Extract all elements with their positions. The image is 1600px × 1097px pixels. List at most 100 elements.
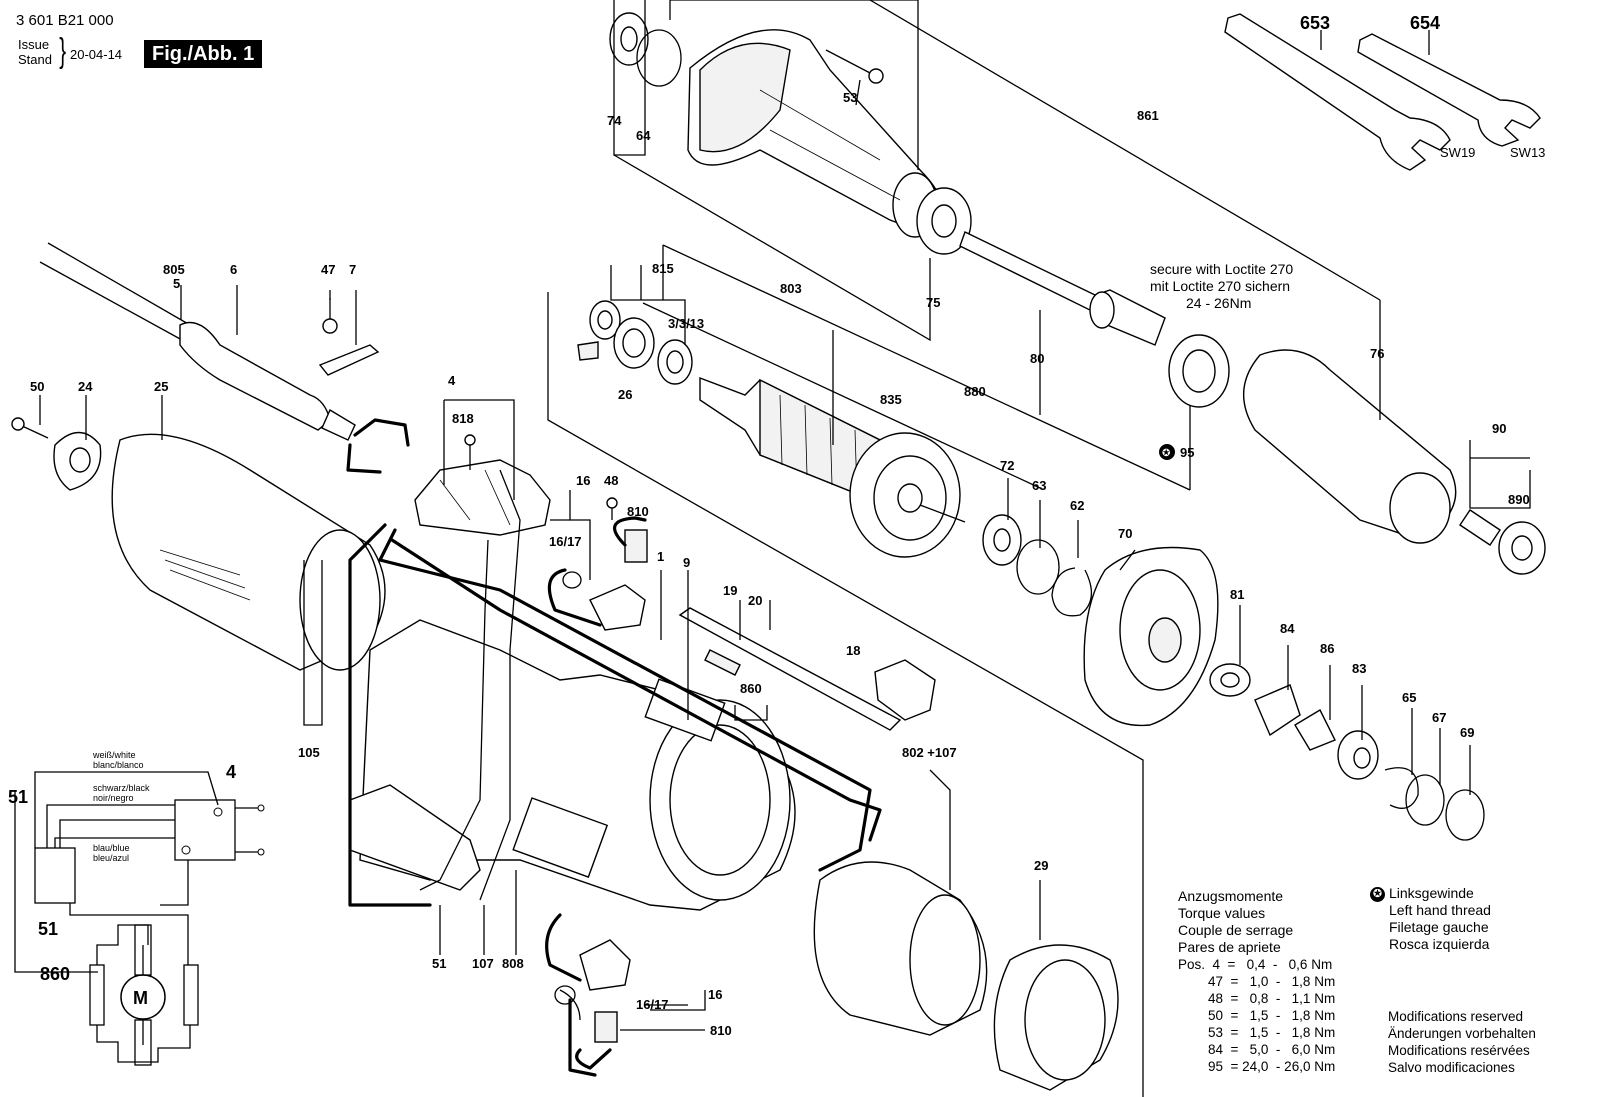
ring-67	[1405, 774, 1445, 826]
wrench-654	[1357, 33, 1541, 147]
callout-19: 19	[723, 583, 737, 598]
brush-wire-bottom	[568, 998, 597, 1077]
flange-70	[1083, 546, 1219, 727]
callout-16-17-top: 16/17	[549, 534, 582, 549]
power-cable-805	[39, 242, 410, 474]
wiring-diagram: 51 4 51 860 weiß/white blanc/blanco schw…	[8, 750, 265, 1066]
internal-wire	[378, 528, 872, 872]
internal-wire	[390, 538, 882, 842]
callout-95: 95	[1180, 445, 1194, 460]
callout-83: 83	[1352, 661, 1366, 676]
gear-86	[1294, 709, 1336, 751]
ring-69	[1445, 789, 1485, 841]
callout-16-17-bottom: 16/17	[636, 997, 669, 1012]
issue-label: Issue	[18, 37, 50, 52]
callout-72: 72	[1000, 458, 1014, 473]
o-ring-64	[636, 29, 682, 87]
lh-thread-en: Left hand thread	[1389, 902, 1491, 918]
torque-row: 84 = 5,0 - 6,0 Nm	[1178, 1042, 1336, 1057]
torque-title-fr: Couple de serrage	[1178, 922, 1294, 938]
callout-29: 29	[1034, 858, 1048, 873]
callout-1: 1	[657, 549, 664, 564]
carbon-brush-810-bottom	[575, 1011, 618, 1070]
callout-25: 25	[154, 379, 168, 394]
bearing-3-3-13	[577, 300, 621, 361]
callout-81: 81	[1230, 587, 1244, 602]
motor-symbol: M	[133, 988, 148, 1008]
callout-653: 653	[1300, 13, 1330, 33]
callout-105: 105	[298, 745, 320, 760]
callout-50: 50	[30, 379, 44, 394]
wire-white-line2: blanc/blanco	[93, 760, 144, 770]
screw-50	[11, 417, 49, 439]
internal-wire-thin	[419, 539, 489, 891]
torque-title-en: Torque values	[1178, 905, 1266, 921]
loctite-line3: 24 - 26Nm	[1186, 295, 1252, 311]
callout-654: 654	[1410, 13, 1440, 33]
gear-housing-861	[687, 29, 944, 238]
callout-18: 18	[846, 643, 860, 658]
bearing-74	[609, 12, 649, 66]
callout-sw19: SW19	[1440, 145, 1475, 160]
callout-67: 67	[1432, 710, 1446, 725]
callout-26: 26	[618, 387, 632, 402]
lh-thread-es: Rosca izquierda	[1389, 936, 1490, 952]
wiring-label-51-top: 51	[8, 787, 28, 807]
left-hand-thread-legend: ✪Linksgewinde Left hand thread Filetage …	[1370, 885, 1491, 953]
callout-84: 84	[1280, 621, 1295, 636]
callout-810-bottom: 810	[710, 1023, 732, 1038]
wiring-label-4: 4	[226, 762, 236, 782]
bearing-75	[916, 187, 972, 255]
button-18	[874, 659, 936, 721]
callout-53: 53	[843, 90, 857, 105]
callout-815: 815	[652, 261, 674, 276]
wire-blue-line1: blau/blue	[93, 843, 130, 853]
callout-sw13: SW13	[1510, 145, 1545, 160]
field-802	[813, 861, 988, 1036]
callout-labels: 653 654 SW19 SW13 53 861 74 64 805 5 6 4…	[30, 13, 1545, 1038]
switch-4	[414, 434, 551, 536]
bearing-ring-3-3-13	[657, 339, 693, 385]
callout-835: 835	[880, 392, 902, 407]
callout-76: 76	[1370, 346, 1384, 361]
callout-3-3-13: 3/3/13	[668, 316, 704, 331]
callout-47: 47	[321, 262, 335, 277]
lh-thread-de: Linksgewinde	[1389, 885, 1474, 901]
callout-75: 75	[926, 295, 940, 310]
callout-861: 861	[1137, 108, 1159, 123]
tube-76	[1243, 349, 1457, 544]
carbon-brush-810-top	[613, 516, 648, 563]
callout-803: 803	[780, 281, 802, 296]
issue-brace: }	[59, 32, 67, 70]
callout-890: 890	[1508, 492, 1530, 507]
gear-84	[1254, 684, 1301, 737]
wire-blue-line2: bleu/azul	[93, 853, 129, 863]
sleeve-81	[1209, 663, 1251, 697]
issue-stand-label: Issue Stand	[18, 37, 52, 67]
callout-818: 818	[452, 411, 474, 426]
callout-880: 880	[964, 384, 986, 399]
housing-cover-25	[111, 433, 386, 671]
loctite-line1: secure with Loctite 270	[1150, 261, 1294, 277]
torque-title-de: Anzugsmomente	[1178, 888, 1284, 904]
mods-en: Modifications reserved	[1388, 1009, 1524, 1024]
callout-4: 4	[448, 373, 456, 388]
guard-29	[993, 944, 1119, 1091]
wiring-label-860: 860	[40, 964, 70, 984]
wire-white-line1: weiß/white	[92, 750, 136, 760]
stand-label: Stand	[18, 52, 52, 67]
internal-wire	[348, 523, 432, 907]
bearing-26	[613, 317, 655, 369]
callout-16-top: 16	[576, 473, 590, 488]
internal-wire-thin	[479, 469, 521, 901]
torque-row: 47 = 1,0 - 1,8 Nm	[1178, 974, 1336, 989]
callout-16-bottom: 16	[708, 987, 722, 1002]
loctite-line2: mit Loctite 270 sichern	[1150, 278, 1291, 294]
mods-es: Salvo modificaciones	[1388, 1060, 1515, 1075]
circlip-65	[1384, 767, 1419, 809]
callout-805: 805	[163, 262, 185, 277]
callout-802-107: 802 +107	[902, 745, 957, 760]
fan-835	[849, 432, 966, 558]
callout-74: 74	[607, 113, 622, 128]
